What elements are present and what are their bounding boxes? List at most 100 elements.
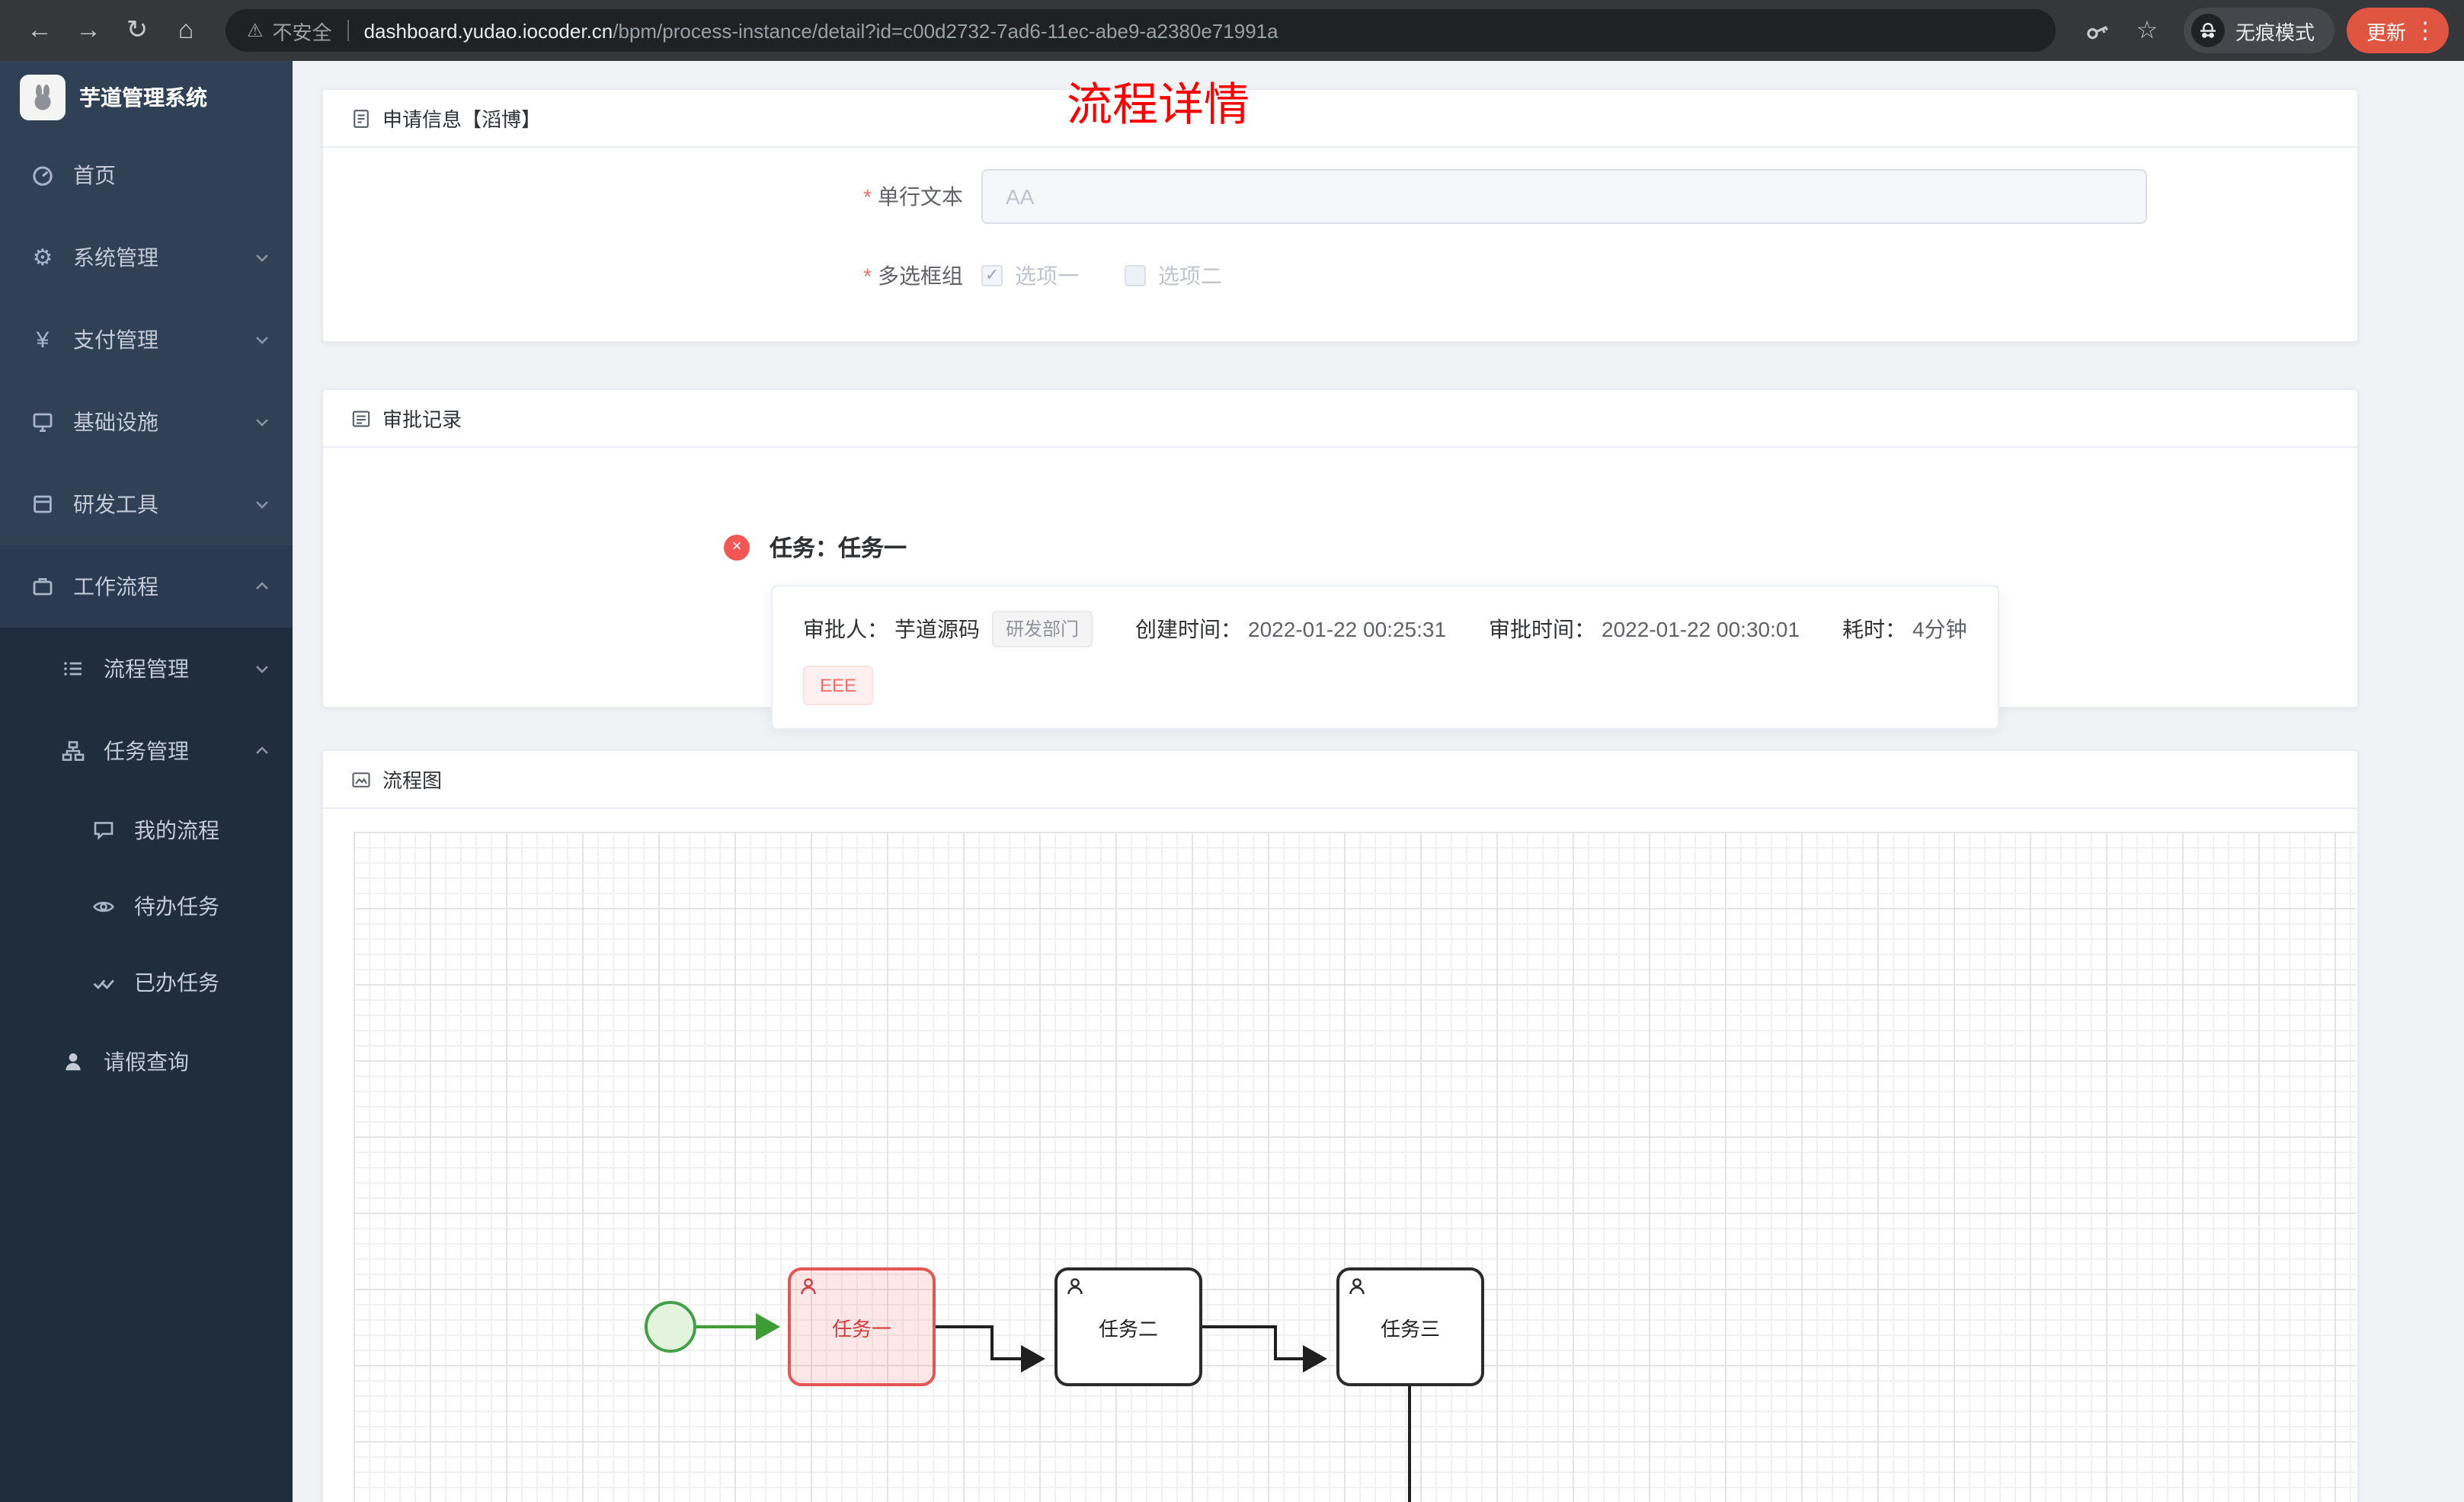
logo-avatar xyxy=(20,75,66,120)
sidebar-item-my-process[interactable]: 我的流程 xyxy=(0,792,293,868)
incognito-icon xyxy=(2190,14,2225,47)
bpmn-task-label: 任务三 xyxy=(1380,1317,1440,1340)
process-diagram-card-header: 流程图 xyxy=(323,751,2357,809)
sidebar-item-infrastructure[interactable]: 基础设施 xyxy=(0,381,293,463)
approval-detail-box: 审批人： 芋道源码 研发部门 创建时间： 2022-01-22 00:25:31… xyxy=(771,585,1999,730)
user-task-icon xyxy=(1347,1277,1367,1296)
duration-label: 耗时： xyxy=(1842,617,1907,641)
briefcase-icon xyxy=(27,574,58,599)
chevron-up-icon xyxy=(253,742,271,760)
sidebar-item-label: 已办任务 xyxy=(134,970,219,995)
sidebar: 芋道管理系统 首页 ⚙ 系统管理 ¥ 支付管理 xyxy=(0,61,293,1502)
sidebar-item-system-mgmt[interactable]: ⚙ 系统管理 xyxy=(0,216,293,299)
approval-record-card-header: 审批记录 xyxy=(323,390,2357,448)
check-icon: ✓ xyxy=(984,266,1000,284)
approval-record-card: 审批记录 × 任务：任务一 审批人： 芋道源码 研发部门 创建时间： 2022-… xyxy=(322,388,2359,730)
diagram-icon xyxy=(350,769,372,790)
incognito-label: 无痕模式 xyxy=(2235,21,2315,43)
field-label: 多选框组 xyxy=(878,264,963,288)
close-icon: × xyxy=(731,538,742,556)
url-text: dashboard.yudao.iocoder.cn/bpm/process-i… xyxy=(364,19,1278,42)
single-line-text-input xyxy=(981,169,2147,224)
dept-tag: 研发部门 xyxy=(992,611,1093,647)
incognito-badge[interactable]: 无痕模式 xyxy=(2183,8,2334,53)
user-task-icon xyxy=(1065,1277,1085,1296)
process-diagram-card: 流程图 任务一 xyxy=(322,749,2359,1502)
sidebar-item-label: 基础设施 xyxy=(73,410,158,434)
monitor-icon xyxy=(27,410,58,434)
list-icon xyxy=(58,657,88,681)
page-title: 流程详情 xyxy=(1067,81,1250,131)
org-chart-icon xyxy=(58,739,88,763)
approval-detail-line: 审批人： 芋道源码 研发部门 创建时间： 2022-01-22 00:25:31… xyxy=(803,611,1967,647)
double-check-icon xyxy=(88,970,119,995)
url-path: /bpm/process-instance/detail?id=c00d2732… xyxy=(613,19,1278,42)
duration-value: 4分钟 xyxy=(1912,617,1967,641)
sidebar-item-payment-mgmt[interactable]: ¥ 支付管理 xyxy=(0,299,293,381)
eye-icon xyxy=(88,894,119,919)
person-icon xyxy=(58,1050,88,1074)
checkbox-unchecked-icon xyxy=(1125,265,1146,286)
url-bar[interactable]: ⚠ 不安全 dashboard.yudao.iocoder.cn/bpm/pro… xyxy=(226,9,2056,52)
bpmn-task-2[interactable]: 任务二 xyxy=(1054,1267,1202,1386)
apply-form: * 单行文本 *多选框组 ✓ 选项一 选项二 xyxy=(323,169,2357,291)
sidebar-item-task-mgmt[interactable]: 任务管理 xyxy=(0,710,293,792)
sidebar-item-label: 待办任务 xyxy=(134,894,219,919)
chevron-down-icon xyxy=(253,413,271,431)
bpmn-task-1[interactable]: 任务一 xyxy=(788,1267,936,1386)
update-label: 更新 xyxy=(2366,21,2406,43)
bpmn-task-label: 任务一 xyxy=(831,1317,891,1340)
created-label: 创建时间： xyxy=(1135,617,1243,641)
chat-bubble-icon xyxy=(88,818,119,842)
checkbox-group: ✓ 选项一 选项二 xyxy=(981,260,1222,291)
sidebar-item-done-tasks[interactable]: 已办任务 xyxy=(0,944,293,1021)
logo-title: 芋道管理系统 xyxy=(79,85,207,110)
sidebar-item-label: 首页 xyxy=(73,163,116,187)
form-row-checkbox: *多选框组 ✓ 选项一 选项二 xyxy=(323,260,2357,291)
chevron-down-icon xyxy=(253,495,271,513)
sidebar-item-leave-query[interactable]: 请假查询 xyxy=(0,1021,293,1103)
back-icon[interactable]: ← xyxy=(27,15,53,44)
kebab-menu-icon[interactable]: ⋮ xyxy=(2414,18,2437,44)
workflow-submenu: 流程管理 任务管理 我的流程 xyxy=(0,628,293,1502)
home-icon[interactable]: ⌂ xyxy=(178,15,194,44)
approved-label: 审批时间： xyxy=(1489,617,1596,641)
gear-icon: ⚙ xyxy=(32,245,53,271)
reload-icon[interactable]: ↻ xyxy=(126,15,149,44)
sidebar-item-label: 支付管理 xyxy=(73,328,158,352)
chevron-down-icon xyxy=(253,248,271,267)
forward-icon[interactable]: → xyxy=(75,15,101,44)
sidebar-item-workflow[interactable]: 工作流程 xyxy=(0,545,293,628)
task-title: 任务：任务一 xyxy=(770,536,907,562)
sidebar-item-home[interactable]: 首页 xyxy=(0,134,293,216)
star-icon[interactable]: ☆ xyxy=(2136,18,2158,44)
approved-time: 2022-01-22 00:30:01 xyxy=(1602,617,1800,641)
bpmn-task-label: 任务二 xyxy=(1098,1317,1158,1340)
key-icon[interactable] xyxy=(2078,11,2118,50)
chevron-down-icon xyxy=(253,331,271,349)
created-time: 2022-01-22 00:25:31 xyxy=(1248,617,1447,641)
sidebar-item-dev-tools[interactable]: 研发工具 xyxy=(0,463,293,545)
field-label: 单行文本 xyxy=(878,184,963,209)
sidebar-item-label: 流程管理 xyxy=(104,657,189,681)
checkbox-option-2: 选项二 xyxy=(1125,260,1222,291)
approver-label: 审批人： xyxy=(803,617,888,641)
card-header-title: 申请信息【滔博】 xyxy=(382,108,542,131)
toolbox-icon xyxy=(27,492,58,516)
url-domain: dashboard.yudao.iocoder.cn xyxy=(363,19,613,42)
bpmn-canvas[interactable]: 任务一 任务二 任务三 xyxy=(354,832,2356,1502)
approval-record-body: × 任务：任务一 审批人： 芋道源码 研发部门 创建时间： 2022-01-22… xyxy=(323,448,2357,730)
url-divider xyxy=(347,20,349,41)
comment-tag: EEE xyxy=(803,666,874,705)
chevron-down-icon xyxy=(253,660,271,678)
sidebar-item-process-mgmt[interactable]: 流程管理 xyxy=(0,628,293,710)
bpmn-task-3[interactable]: 任务三 xyxy=(1336,1267,1484,1386)
required-mark: * xyxy=(863,264,872,288)
sidebar-item-label: 研发工具 xyxy=(73,492,158,516)
sidebar-item-todo-tasks[interactable]: 待办任务 xyxy=(0,868,293,944)
bpmn-start-event[interactable] xyxy=(645,1301,696,1353)
document-icon xyxy=(350,107,372,129)
browser-toolbar: ← → ↻ ⌂ ⚠ 不安全 dashboard.yudao.iocoder.cn… xyxy=(0,0,2464,61)
update-button[interactable]: 更新 ⋮ xyxy=(2346,8,2449,53)
